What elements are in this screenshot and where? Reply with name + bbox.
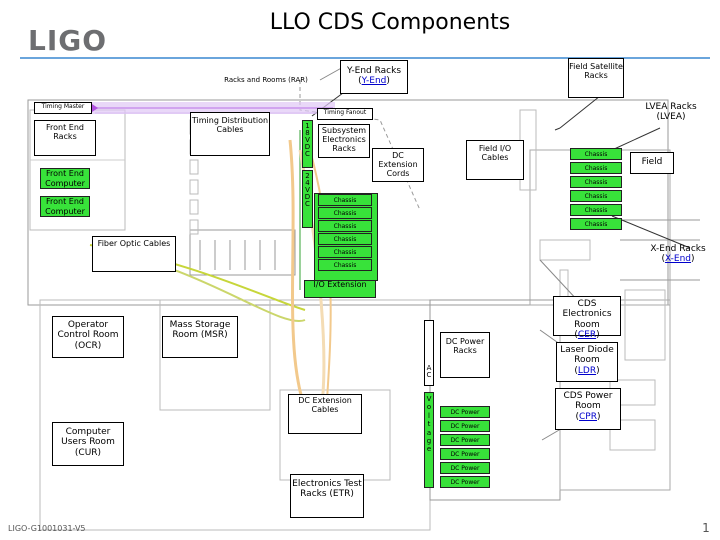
ldr-title: Laser Diode Room bbox=[560, 345, 614, 366]
page-title: LLO CDS Components bbox=[269, 10, 511, 35]
field-satellite-label: Field Satellite Racks bbox=[569, 62, 623, 81]
chassis-left-5[interactable]: Chassis bbox=[318, 246, 372, 258]
cur-box[interactable]: Computer Users Room (CUR) bbox=[52, 422, 124, 466]
dc-power-racks-label: DC Power Racks bbox=[445, 337, 485, 356]
cur-label: Computer Users Room (CUR) bbox=[61, 427, 115, 458]
ldr-link[interactable]: LDR bbox=[577, 365, 597, 376]
voltage-strip[interactable]: V o l t a g e bbox=[424, 392, 434, 488]
chassis-right-3[interactable]: Chassis bbox=[570, 176, 622, 188]
msr-box[interactable]: Mass Storage Room (MSR) bbox=[162, 316, 238, 358]
chassis-left-6[interactable]: Chassis bbox=[318, 259, 372, 271]
ligo-logo: LIGO bbox=[28, 24, 108, 57]
cpr-link[interactable]: CPR bbox=[579, 411, 597, 422]
ocr-box[interactable]: Operator Control Room (OCR) bbox=[52, 316, 124, 358]
subsystem-electronics-box[interactable]: Subsystem Electronics Racks bbox=[318, 124, 370, 158]
dc-power-3[interactable]: DC Power bbox=[440, 434, 490, 446]
field-io-cables-label: Field I/O Cables bbox=[478, 144, 512, 163]
xend-racks-label: X-End Racks bbox=[650, 244, 706, 254]
timing-distribution-box: Timing Distribution Cables bbox=[190, 112, 270, 156]
front-end-racks-box[interactable]: Front End Racks bbox=[34, 120, 96, 156]
cer-link[interactable]: CER bbox=[577, 330, 597, 341]
chassis-left-1[interactable]: Chassis bbox=[318, 194, 372, 206]
title-rule bbox=[20, 57, 710, 59]
front-end-computer-1-label: Front End Computer bbox=[45, 169, 85, 188]
xend-link[interactable]: X-End bbox=[664, 254, 692, 265]
xend-racks-label-group[interactable]: X-End Racks (X-End) bbox=[640, 244, 716, 265]
dc-extension-cords-label: DC Extension Cords bbox=[378, 151, 418, 179]
yend-racks-box[interactable]: Y-End Racks (Y-End) bbox=[340, 60, 408, 94]
chassis-left-list: Chassis Chassis Chassis Chassis Chassis … bbox=[318, 194, 372, 272]
cer-box[interactable]: CDS Electronics Room (CER) bbox=[553, 296, 621, 340]
field-label: Field bbox=[641, 157, 663, 167]
yend-link[interactable]: Y-End bbox=[361, 76, 387, 87]
timing-master-label: Timing Master bbox=[41, 103, 85, 110]
chassis-left-4[interactable]: Chassis bbox=[318, 233, 372, 245]
cer-title: CDS Electronics Room bbox=[562, 299, 612, 330]
vdc-24-strip[interactable]: 2 4 V D C bbox=[302, 170, 313, 228]
io-extension-box[interactable]: I/O Extension bbox=[304, 280, 376, 298]
front-end-racks-label: Front End Racks bbox=[46, 123, 84, 142]
timing-master-arrowhead bbox=[92, 104, 98, 112]
ldr-box[interactable]: Laser Diode Room (LDR) bbox=[556, 342, 618, 382]
dc-power-1[interactable]: DC Power bbox=[440, 406, 490, 418]
timing-band bbox=[35, 102, 335, 114]
dc-power-6[interactable]: DC Power bbox=[440, 476, 490, 488]
dc-power-4[interactable]: DC Power bbox=[440, 448, 490, 460]
field-io-cables-box: Field I/O Cables bbox=[466, 140, 524, 180]
io-extension-label: I/O Extension bbox=[313, 280, 367, 289]
cpr-title: CDS Power Room bbox=[563, 391, 613, 412]
field-satellite-racks-box[interactable]: Field Satellite Racks bbox=[568, 58, 624, 98]
front-end-computer-2[interactable]: Front End Computer bbox=[40, 196, 90, 217]
ocr-label: Operator Control Room (OCR) bbox=[57, 320, 119, 351]
dc-power-2[interactable]: DC Power bbox=[440, 420, 490, 432]
racks-rooms-label: Racks and Rooms (RAR) bbox=[224, 76, 308, 84]
field-box[interactable]: Field bbox=[630, 152, 674, 174]
chassis-right-5[interactable]: Chassis bbox=[570, 204, 622, 216]
cpr-box[interactable]: CDS Power Room (CPR) bbox=[555, 388, 621, 430]
yend-racks-label: Y-End Racks bbox=[346, 66, 402, 76]
chassis-right-6[interactable]: Chassis bbox=[570, 218, 622, 230]
dc-cable-line-1 bbox=[288, 139, 312, 421]
chassis-right-4[interactable]: Chassis bbox=[570, 190, 622, 202]
etr-box[interactable]: Electronics Test Racks (ETR) bbox=[290, 474, 364, 518]
timing-distribution-label: Timing Distribution Cables bbox=[191, 116, 269, 135]
chassis-left-3[interactable]: Chassis bbox=[318, 220, 372, 232]
page-number: 1 bbox=[702, 521, 710, 535]
fiber-optic-label: Fiber Optic Cables bbox=[97, 239, 171, 248]
timing-fanout-box[interactable]: Timing Fanout bbox=[317, 108, 373, 120]
dc-extension-cables-label: DC Extension Cables bbox=[298, 396, 352, 415]
chassis-right-1[interactable]: Chassis bbox=[570, 148, 622, 160]
fiber-optic-box: Fiber Optic Cables bbox=[92, 236, 176, 272]
lvea-racks-label: LVEA Racks (LVEA) bbox=[645, 102, 697, 123]
front-end-computer-2-label: Front End Computer bbox=[45, 197, 85, 216]
dc-power-racks-box[interactable]: DC Power Racks bbox=[440, 332, 490, 378]
vdc-18-strip[interactable]: 1 8 V D C bbox=[302, 120, 313, 168]
chassis-right-list: Chassis Chassis Chassis Chassis Chassis … bbox=[570, 148, 622, 232]
dc-power-list: DC Power DC Power DC Power DC Power DC P… bbox=[440, 406, 490, 490]
dc-power-5[interactable]: DC Power bbox=[440, 462, 490, 474]
etr-label: Electronics Test Racks (ETR) bbox=[292, 479, 362, 500]
chassis-right-2[interactable]: Chassis bbox=[570, 162, 622, 174]
msr-label: Mass Storage Room (MSR) bbox=[169, 320, 231, 341]
front-end-computer-1[interactable]: Front End Computer bbox=[40, 168, 90, 189]
dc-extension-cords-box: DC Extension Cords bbox=[372, 148, 424, 182]
chassis-left-2[interactable]: Chassis bbox=[318, 207, 372, 219]
ac-box[interactable]: A C bbox=[424, 320, 434, 386]
dc-extension-cables-box: DC Extension Cables bbox=[288, 394, 362, 434]
timing-fanout-label: Timing Fanout bbox=[323, 109, 367, 116]
subsystem-electronics-label: Subsystem Electronics Racks bbox=[321, 126, 367, 154]
doc-id: LIGO-G1001031-V5 bbox=[8, 524, 86, 533]
timing-master-box[interactable]: Timing Master bbox=[34, 102, 92, 114]
